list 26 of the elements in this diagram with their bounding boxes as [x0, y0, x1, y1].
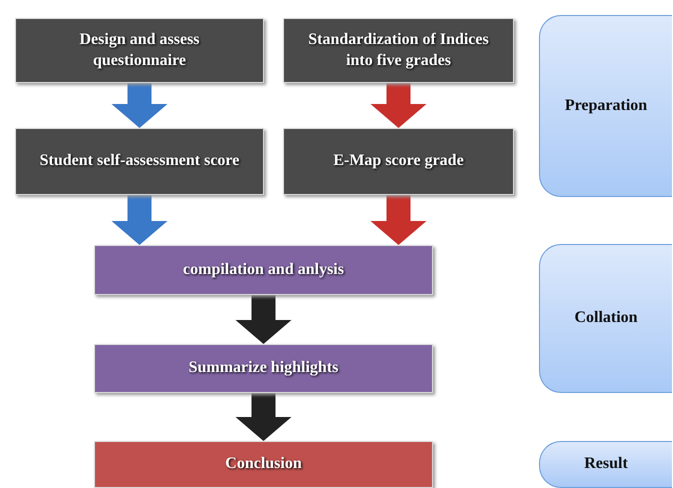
process-box: [283, 128, 514, 195]
phase-panel: [539, 441, 672, 488]
box-label: Preparation: [564, 96, 648, 116]
box-label: Standardization of Indices into five grades: [307, 30, 490, 70]
box-label: compilation and anlysis: [183, 260, 344, 280]
box-label: Design and assess questionnaire: [78, 30, 201, 70]
box-label: Summarize highlights: [188, 358, 338, 378]
box-label: Collation: [574, 308, 638, 328]
box-label: E-Map score grade: [333, 151, 464, 172]
process-box: [94, 245, 433, 295]
process-box: [283, 18, 514, 83]
arrow: [236, 295, 292, 344]
arrow: [112, 195, 168, 245]
arrow: [112, 83, 168, 128]
process-box: [15, 18, 264, 83]
box-label: Student self-assessment score: [40, 151, 240, 172]
result-box: [94, 441, 433, 488]
phase-panel: [539, 15, 672, 197]
box-label: Conclusion: [225, 454, 302, 474]
arrow: [370, 195, 426, 245]
process-box: [94, 344, 433, 393]
phase-panel: [539, 244, 672, 393]
box-label: Result: [584, 454, 628, 474]
arrow: [370, 83, 426, 128]
process-box: [15, 128, 264, 195]
arrow: [236, 393, 292, 441]
